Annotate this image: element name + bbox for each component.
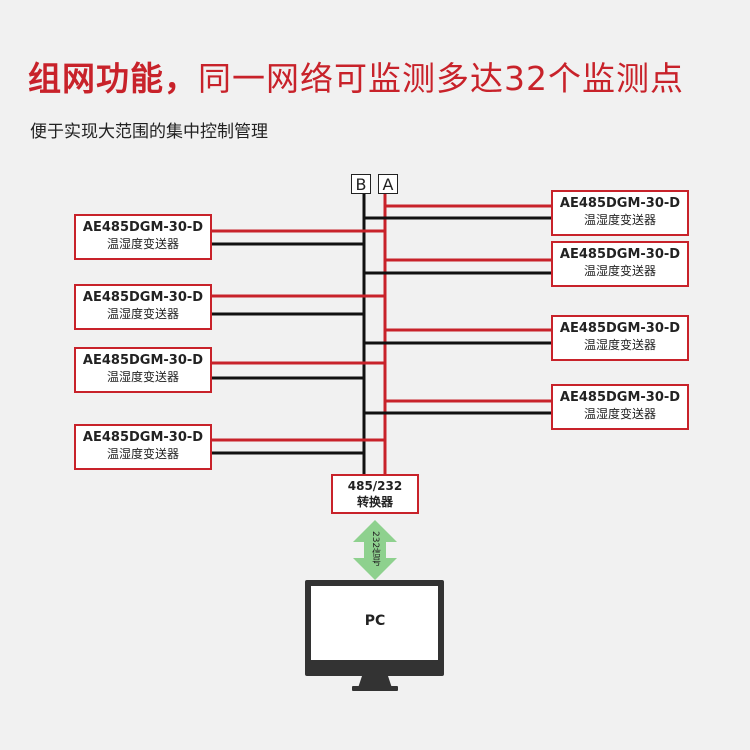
device-left-2: AE485DGM-30-D 温湿度变送器 [74,284,212,330]
title-bold: 组网功能， [28,59,198,98]
device-model: AE485DGM-30-D [82,430,204,445]
monitor-base [352,686,398,691]
device-model: AE485DGM-30-D [82,353,204,368]
device-kind: 温湿度变送器 [583,338,656,352]
device-right-3: AE485DGM-30-D 温湿度变送器 [551,315,689,361]
device-left-4: AE485DGM-30-D 温湿度变送器 [74,424,212,470]
device-left-3: AE485DGM-30-D 温湿度变送器 [74,347,212,393]
title-rest: 同一网络可监测多达32个监测点 [198,59,684,98]
device-kind: 温湿度变送器 [106,307,179,321]
bus-a-label: A [378,174,398,194]
device-kind: 温湿度变送器 [583,213,656,227]
device-right-1: AE485DGM-30-D 温湿度变送器 [551,190,689,236]
device-model: AE485DGM-30-D [559,196,681,211]
converter-line2: 转换器 [356,495,393,509]
signal-double-arrow [353,520,397,580]
device-model: AE485DGM-30-D [559,390,681,405]
device-right-2: AE485DGM-30-D 温湿度变送器 [551,241,689,287]
device-left-1: AE485DGM-30-D 温湿度变送器 [74,214,212,260]
device-model: AE485DGM-30-D [559,247,681,262]
pc-label: PC [364,613,386,629]
device-kind: 温湿度变送器 [583,407,656,421]
device-right-4: AE485DGM-30-D 温湿度变送器 [551,384,689,430]
device-model: AE485DGM-30-D [559,321,681,336]
monitor-screen [311,586,438,660]
device-kind: 温湿度变送器 [106,237,179,251]
device-kind: 温湿度变送器 [583,264,656,278]
page-subtitle: 便于实现大范围的集中控制管理 [30,122,268,142]
device-model: AE485DGM-30-D [82,290,204,305]
device-kind: 温湿度变送器 [106,447,179,461]
device-kind: 温湿度变送器 [106,370,179,384]
page-title: 组网功能，同一网络可监测多达32个监测点 [28,52,684,100]
bus-b-label: B [351,174,371,194]
monitor-neck [358,676,392,688]
converter-line1: 485/232 [347,479,403,493]
converter-box: 485/232 转换器 [331,474,419,514]
signal-label: 232信号 [370,531,380,567]
device-model: AE485DGM-30-D [82,220,204,235]
